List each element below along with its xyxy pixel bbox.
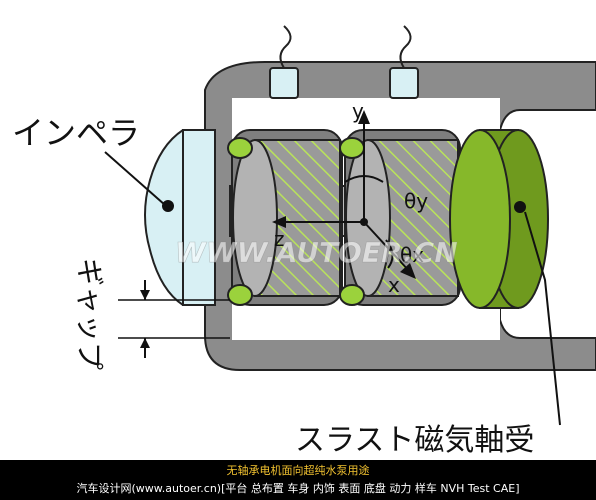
- impeller-leader: [104, 151, 166, 206]
- thrust-bearing-leader: [524, 211, 561, 426]
- coordinate-axes: [272, 110, 416, 279]
- theta-x-label: θx: [400, 243, 424, 267]
- gap-dimension: [118, 280, 230, 358]
- motor-section-left: [227, 129, 343, 306]
- axis-x-label: x: [388, 273, 400, 297]
- watermark: WWW.AUTOER.CN: [175, 236, 458, 269]
- impeller: [144, 129, 216, 306]
- thrust-magnetic-bearing: [449, 129, 549, 309]
- caption-bar: 无轴承电机面向超纯水泵用途 汽车设计网(www.autoer.cn)[平台 总布…: [0, 460, 596, 500]
- sensor-right: [389, 25, 419, 99]
- bearingless-motor-diagram: インペラ ギャップ スラスト磁気軸受 y z x θy θx WWW.AUTOE…: [12, 25, 596, 458]
- caption-subtitle: 汽车设计网(www.autoer.cn)[平台 总布置 车身 内饰 表面 底盘 …: [76, 482, 520, 495]
- motor-section-right: [339, 129, 461, 306]
- theta-y-label: θy: [404, 189, 428, 213]
- gap-label: ギャップ: [73, 258, 106, 370]
- impeller-label: インペラ: [12, 114, 140, 152]
- sensor-left: [269, 25, 299, 99]
- axis-y-label: y: [352, 99, 364, 123]
- caption-title: 无轴承电机面向超纯水泵用途: [226, 464, 370, 477]
- thrust-bearing-label: スラスト磁気軸受: [295, 423, 534, 458]
- axis-z-label: z: [274, 227, 285, 251]
